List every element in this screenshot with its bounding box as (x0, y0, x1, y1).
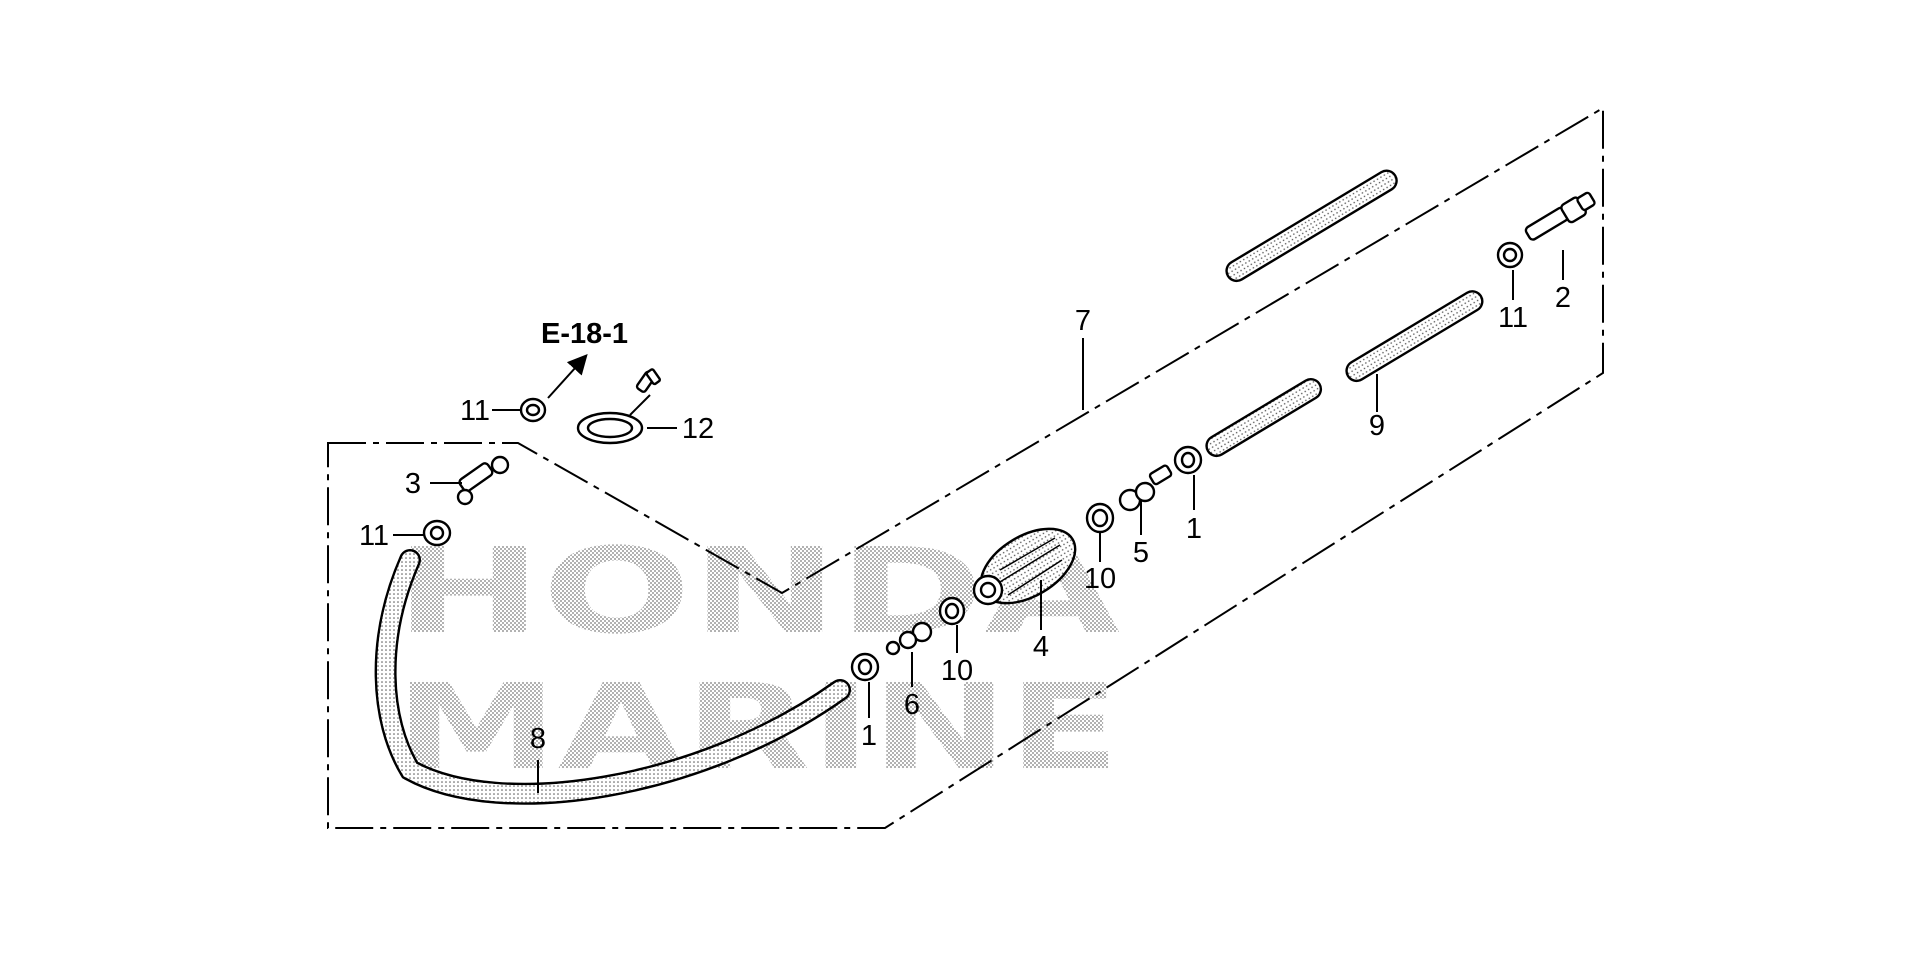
callout-9: 9 (1369, 410, 1385, 442)
callout-1-top: 1 (1186, 513, 1202, 545)
callout-11-top: 11 (1498, 302, 1528, 334)
callout-10-lower: 10 (941, 655, 973, 687)
callout-6: 6 (904, 689, 920, 721)
clamp-11-left-upper (519, 397, 547, 423)
clamp-1-bottom (850, 652, 880, 682)
callout-12: 12 (682, 413, 714, 445)
washer-10-upper (1085, 502, 1115, 534)
callout-10-upper: 10 (1084, 563, 1116, 595)
fitting-6 (885, 621, 933, 656)
primer-bulb-4 (972, 527, 1077, 606)
callout-4: 4 (1033, 631, 1049, 663)
callout-1-bottom: 1 (861, 720, 877, 752)
leader-lines (393, 250, 1564, 793)
clamp-11-left-lower (422, 519, 452, 547)
fitting-3 (456, 455, 510, 506)
hose-9 (1205, 169, 1484, 458)
callout-8: 8 (530, 723, 546, 755)
callout-7: 7 (1075, 305, 1091, 337)
callout-3: 3 (405, 468, 421, 500)
eye-fitting-12 (576, 368, 661, 445)
callout-2: 2 (1555, 282, 1571, 314)
callouts: 2 11 9 7 1 5 10 4 10 6 1 8 11 3 11 12 (359, 282, 1571, 755)
fitting-5 (1118, 464, 1173, 512)
washer-10-lower (938, 596, 966, 626)
reference-label-e-18-1[interactable]: E-18-1 (541, 318, 628, 350)
fitting-2 (1524, 191, 1596, 241)
callout-11-left-upper: 11 (460, 395, 490, 427)
callout-5: 5 (1133, 537, 1149, 569)
clamp-1-top (1173, 445, 1203, 475)
callout-11-left-lower: 11 (359, 520, 389, 552)
clamp-11-top (1496, 241, 1524, 269)
assembly-boundary (327, 106, 1604, 829)
